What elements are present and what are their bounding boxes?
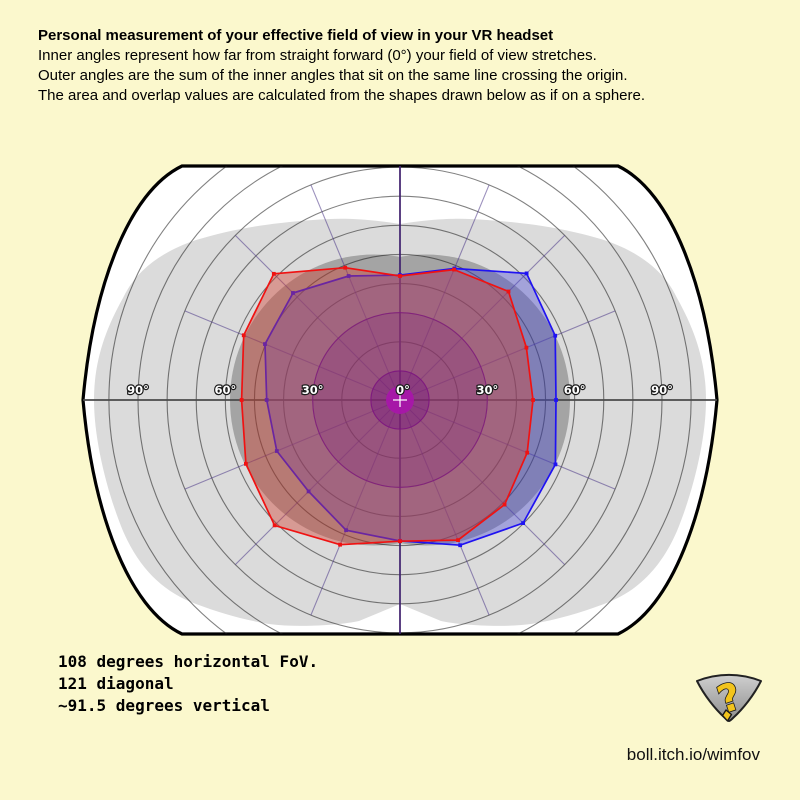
header-line-2: Outer angles are the sum of the inner an… [38, 67, 628, 84]
axis-label: 30° [476, 383, 498, 397]
logo-fan-shape [696, 674, 762, 722]
axis-label: 90° [651, 383, 673, 397]
page-title: Personal measurement of your effective f… [38, 27, 554, 44]
center-bullseye [312, 312, 488, 488]
axis-label: 90° [127, 383, 149, 397]
vertical-fov-value: ~91.5 degrees vertical [58, 696, 270, 715]
left-eye-polygon [239, 265, 535, 547]
header-text: Personal measurement of your effective f… [38, 26, 738, 106]
logo-question-dot [721, 709, 733, 722]
plot-area: 0° 30° 30° 60° 60° 90° 90° [83, 166, 717, 634]
horizontal-fov-value: 108 degrees horizontal FoV. [58, 652, 319, 671]
axis-labels: 0° 30° 30° 60° 60° 90° 90° [126, 382, 674, 398]
axis-label: 0° [396, 383, 410, 397]
header-line-3: The area and overlap values are calculat… [38, 87, 646, 104]
axis-label: 30° [302, 383, 324, 397]
wimfov-logo: ? [696, 673, 762, 723]
axis-label: 60° [214, 383, 236, 397]
diagonal-fov-value: 121 diagonal [58, 674, 174, 693]
axis-label: 60° [564, 383, 586, 397]
header-line-1: Inner angles represent how far from stra… [38, 47, 597, 64]
fov-results: 108 degrees horizontal FoV. 121 diagonal… [58, 651, 318, 717]
site-url: boll.itch.io/wimfov [626, 745, 760, 764]
